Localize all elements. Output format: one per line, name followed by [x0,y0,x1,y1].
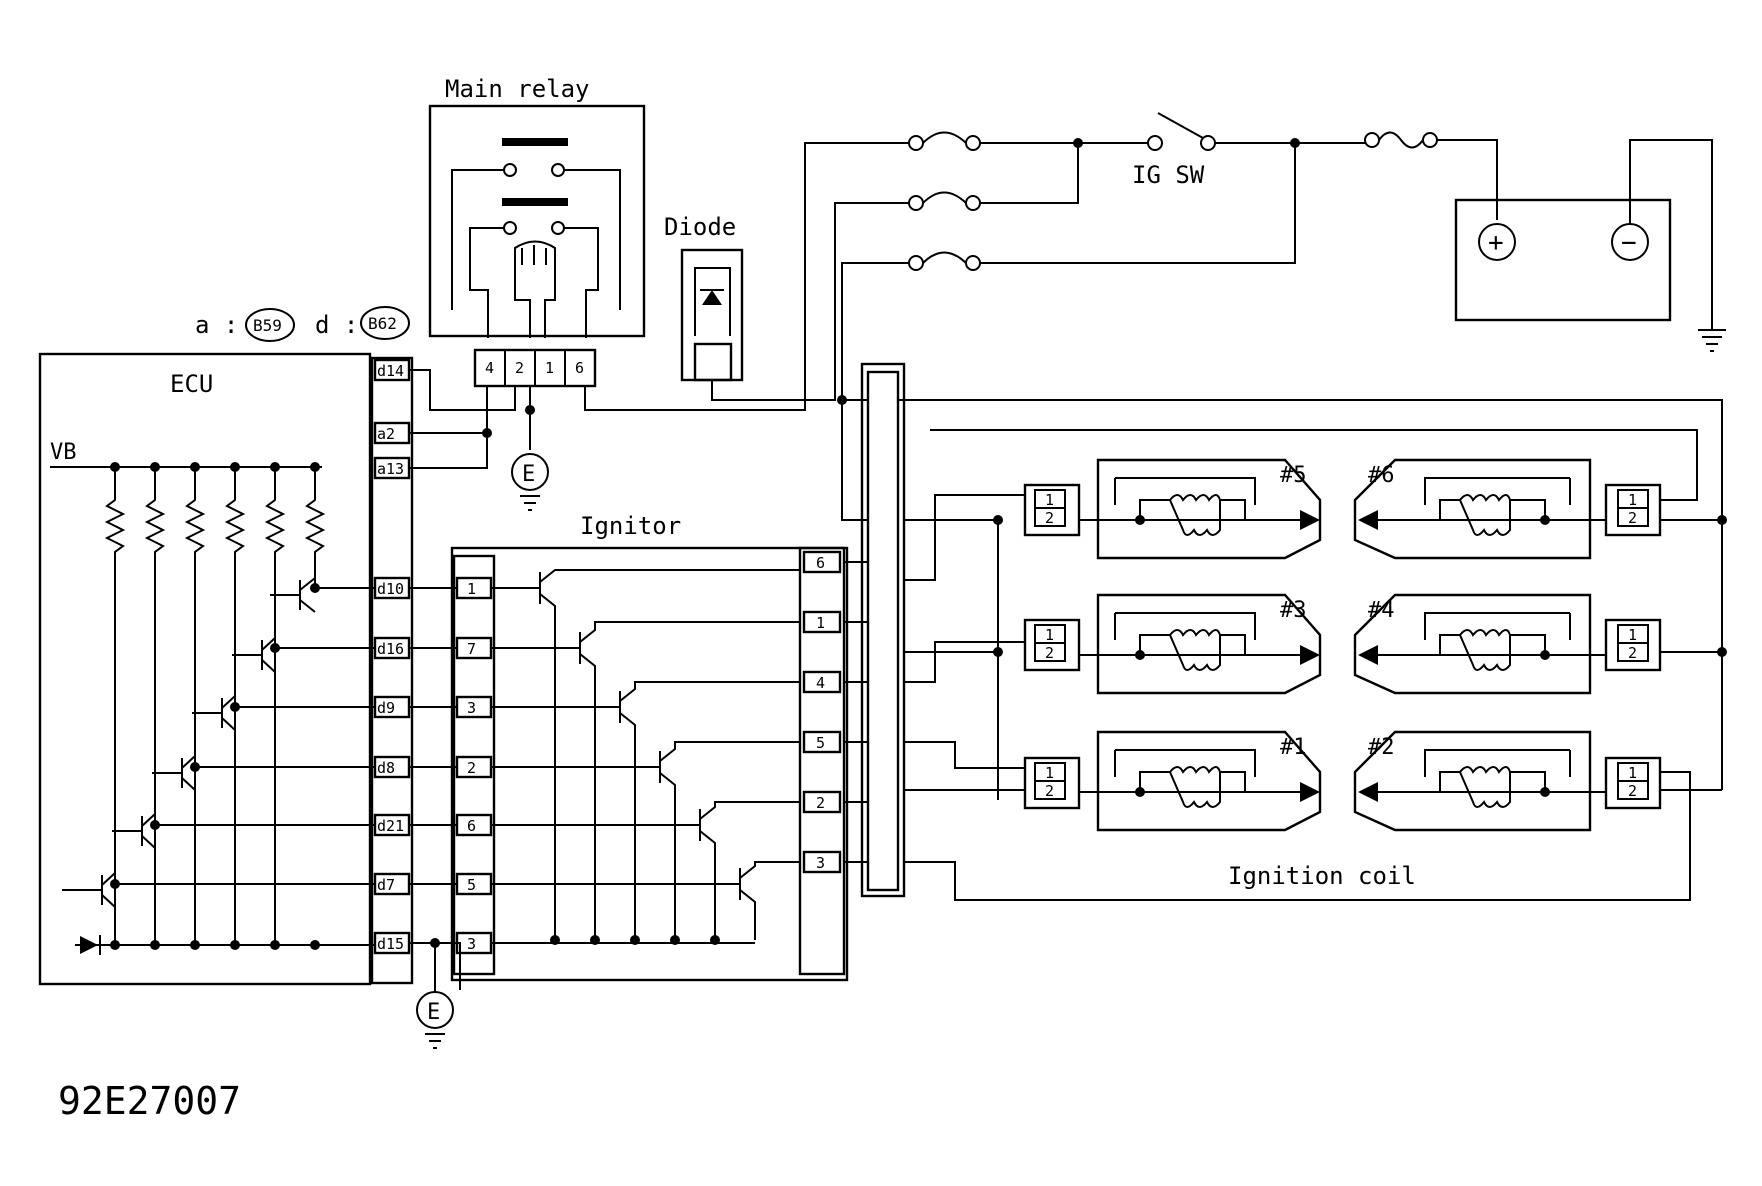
ignitor-right-pin-6: 3 [816,854,825,872]
svg-text:2: 2 [1628,509,1637,527]
ignitor-right-pin-5: 2 [816,794,825,812]
main-relay: Main relay 4 2 1 6 [428,75,646,388]
relay-pin-1: 1 [545,359,554,377]
ignition-coil-label: Ignition coil [1228,862,1416,890]
coil-connector-3: 1 2 [1023,618,1081,672]
coil-4-label: #4 [1368,598,1395,623]
ignitor-left-pin-3: 3 [467,699,476,717]
coil-5-label: #5 [1280,463,1307,488]
connector-a-code: B59 [253,316,282,335]
svg-text:2: 2 [1045,782,1054,800]
svg-text:1: 1 [1628,491,1637,509]
coil-5: #5 [1079,458,1322,560]
svg-text:2: 2 [1628,644,1637,662]
ignitor-left-pin-5: 6 [467,817,476,835]
ground-symbol-battery [1698,329,1726,352]
ignition-coils: Ignition coil 1 2 1 2 [898,399,1727,901]
svg-text:1: 1 [1045,626,1054,644]
ignitor-right-pin-4: 5 [816,734,825,752]
ecu-label: ECU [170,370,213,398]
ecu-pin-d10: d10 [377,580,404,598]
coil-3-label: #3 [1280,598,1307,623]
coil-connector-1: 1 2 [1023,756,1081,810]
svg-text:1: 1 [1628,764,1637,782]
diode-label: Diode [664,213,736,241]
coil-connector-5: 1 2 [1023,483,1081,537]
svg-text:1: 1 [1045,764,1054,782]
coil-connector-2: 1 2 [1604,756,1662,810]
ecu-pin-d7: d7 [377,876,395,894]
vb-label: VB [50,440,77,465]
ignitor-left-pin-4: 2 [467,759,476,777]
coil-4: #4 [1353,593,1606,695]
svg-text:1: 1 [1628,626,1637,644]
ecu-pin-a13: a13 [377,460,404,478]
vb-pullup-resistors [104,462,326,945]
ignitor-right-pin-3: 4 [816,674,825,692]
relay-pin-2: 2 [515,359,524,377]
main-relay-label: Main relay [445,75,590,103]
ground-e-relay: E [511,453,549,511]
ecu-pin-d16: d16 [377,640,404,658]
ignitor-right-pin-1: 6 [816,554,825,572]
ignitor: Ignitor 1 7 3 2 6 5 3 6 1 4 5 2 3 [409,512,849,982]
ignitor-left-pin-7: 3 [467,935,476,953]
coil-6: #6 [1353,458,1606,560]
figure-code: 92E27007 [58,1079,241,1123]
ecu-pin-d14: d14 [377,362,404,380]
ecu-pin-d8: d8 [377,759,395,777]
ecu-driver-lines [62,577,375,908]
battery-plus: + [1488,228,1504,258]
ecu-pin-a2: a2 [377,425,395,443]
ground-e-ecu: E [409,938,461,1049]
svg-text:E: E [522,462,535,487]
svg-text:2: 2 [1045,509,1054,527]
coil-6-label: #6 [1368,463,1395,488]
ignitor-left-pin-2: 7 [467,640,476,658]
ecu-pin-d21: d21 [377,817,404,835]
ecu-pin-d15: d15 [377,935,404,953]
power-supply: IG SW + − [584,112,1726,411]
relay-pin-4: 4 [485,359,494,377]
ignitor-transistors [491,569,800,945]
ignitor-right-pin-2: 1 [816,614,825,632]
svg-text:a :: a : [195,311,238,339]
ignitor-left-pin-6: 5 [467,876,476,894]
coil-3: #3 [1079,593,1322,695]
ignitor-label: Ignitor [580,512,681,540]
ig-sw-label: IG SW [1132,161,1205,189]
ecu-pin-d9: d9 [377,699,395,717]
ignitor-left-pin-1: 1 [467,580,476,598]
coil-2: #2 [1353,730,1606,832]
svg-text:E: E [427,1000,440,1025]
relay-pin-6: 6 [575,359,584,377]
svg-text:2: 2 [1628,782,1637,800]
harness-bus [837,362,906,898]
svg-text:1: 1 [1045,491,1054,509]
ecu: ECU VB d14 a2 a13 d10 d16 d9 d8 d21 d7 d… [38,352,535,986]
diode: Diode [664,213,744,382]
coil-2-label: #2 [1368,735,1395,760]
svg-text:d :: d : [315,311,358,339]
connector-d-code: B62 [368,314,397,333]
coil-connector-4: 1 2 [1604,618,1662,672]
coil-connector-6: 1 2 [1604,483,1662,537]
svg-text:2: 2 [1045,644,1054,662]
coil-1: #1 [1079,730,1322,832]
battery-minus: − [1621,228,1637,258]
connector-codes: a : B59 d : B62 [195,306,410,342]
coil-1-label: #1 [1280,735,1307,760]
